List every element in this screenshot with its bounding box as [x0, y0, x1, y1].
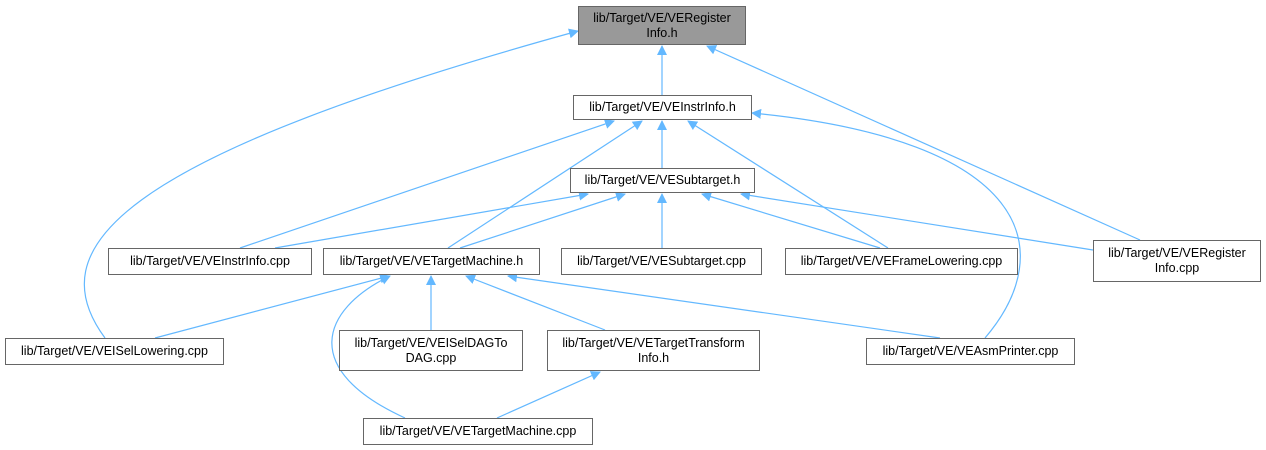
edge-instrinfo_cpp-to-instrinfo_h [239, 119, 615, 249]
node-ve-isel-lowering-cpp[interactable]: lib/Target/VE/VEISelLowering.cpp [5, 338, 224, 365]
node-ve-asm-printer-cpp[interactable]: lib/Target/VE/VEAsmPrinter.cpp [866, 338, 1075, 365]
edge-isellowering_cpp-to-reginfo_h [83, 28, 579, 339]
edge-targetmachine_cpp-to-tti_h [496, 371, 601, 419]
node-ve-target-transform-info-h[interactable]: lib/Target/VE/VETargetTransform Info.h [547, 330, 760, 371]
edge-framelowering_cpp-to-subtarget_h [701, 191, 881, 249]
node-ve-target-machine-h[interactable]: lib/Target/VE/VETargetMachine.h [323, 248, 540, 275]
edge-asmprinter_cpp-to-targetmachine_h [507, 272, 941, 339]
node-ve-instr-info-h[interactable]: lib/Target/VE/VEInstrInfo.h [573, 95, 752, 120]
node-ve-instr-info-cpp[interactable]: lib/Target/VE/VEInstrInfo.cpp [108, 248, 312, 275]
edge-instrinfo_cpp-to-subtarget_h [274, 190, 589, 249]
node-ve-subtarget-cpp[interactable]: lib/Target/VE/VESubtarget.cpp [561, 248, 762, 275]
edge-tti_h-to-targetmachine_h [465, 274, 606, 331]
edge-framelowering_cpp-to-instrinfo_h [687, 120, 889, 249]
edge-targetmachine_cpp-to-targetmachine_h [331, 275, 406, 419]
node-ve-target-machine-cpp[interactable]: lib/Target/VE/VETargetMachine.cpp [363, 418, 593, 445]
edge-asmprinter_cpp-to-instrinfo_h [751, 108, 1021, 339]
edge-targetmachine_h-to-subtarget_h [459, 192, 626, 249]
dependency-edges [83, 28, 1141, 419]
node-ve-isel-dag-to-dag-cpp[interactable]: lib/Target/VE/VEISelDAGTo DAG.cpp [339, 330, 523, 371]
node-ve-frame-lowering-cpp[interactable]: lib/Target/VE/VEFrameLowering.cpp [785, 248, 1018, 275]
edge-targetmachine_h-to-instrinfo_h [447, 120, 643, 249]
edge-reginfo_cpp-to-subtarget_h [740, 190, 1094, 251]
node-ve-subtarget-h[interactable]: lib/Target/VE/VESubtarget.h [570, 168, 755, 193]
edge-isellowering_cpp-to-targetmachine_h [154, 273, 390, 339]
node-ve-register-info-cpp[interactable]: lib/Target/VE/VERegister Info.cpp [1093, 240, 1261, 282]
node-ve-register-info-h: lib/Target/VE/VERegister Info.h [578, 6, 746, 45]
edge-reginfo_cpp-to-reginfo_h [706, 45, 1141, 241]
